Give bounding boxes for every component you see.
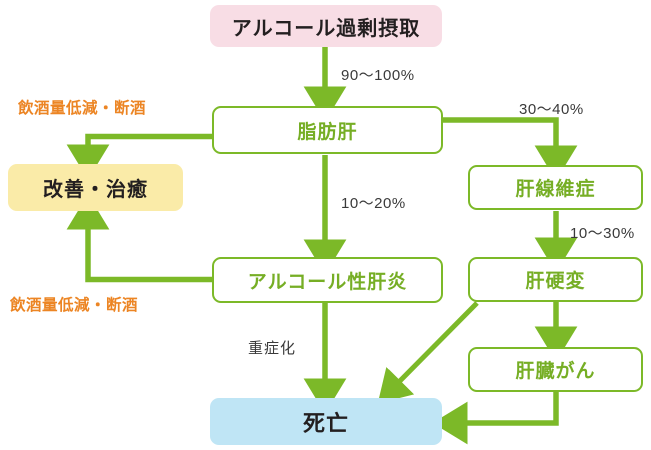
node-fatty-liver[interactable]: 脂肪肝 [212, 106, 443, 154]
edge-cirrhosis-to-death [377, 301, 479, 404]
node-liver-fibrosis[interactable]: 肝線維症 [468, 165, 643, 210]
node-excess-alcohol[interactable]: アルコール過剰摂取 [210, 5, 442, 47]
edge-label-pct-10-20: 10〜20% [341, 195, 406, 212]
node-cirrhosis[interactable]: 肝硬変 [468, 257, 643, 302]
edge-label-pct-30-40: 30〜40% [519, 101, 584, 118]
edge-label-pct-10-30: 10〜30% [570, 225, 635, 242]
edge-fatty-to-fibrosis [441, 117, 578, 181]
node-liver-cancer[interactable]: 肝臓がん [468, 347, 643, 392]
note-reduce-drinking-bottom: 飲酒量低減・断酒 [10, 297, 139, 314]
edge-label-severe: 重症化 [248, 340, 297, 357]
note-reduce-drinking-top: 飲酒量低減・断酒 [18, 100, 147, 117]
node-improvement-cure[interactable]: 改善・治癒 [8, 164, 183, 211]
edge-cancer-to-death [432, 392, 559, 445]
node-death[interactable]: 死亡 [210, 398, 442, 445]
edge-hepatitis-to-improvement [66, 194, 212, 283]
edge-fatty-to-improvement [66, 133, 212, 180]
edge-label-pct-90-100: 90〜100% [341, 67, 415, 84]
node-alcoholic-hepatitis[interactable]: アルコール性肝炎 [212, 257, 443, 303]
